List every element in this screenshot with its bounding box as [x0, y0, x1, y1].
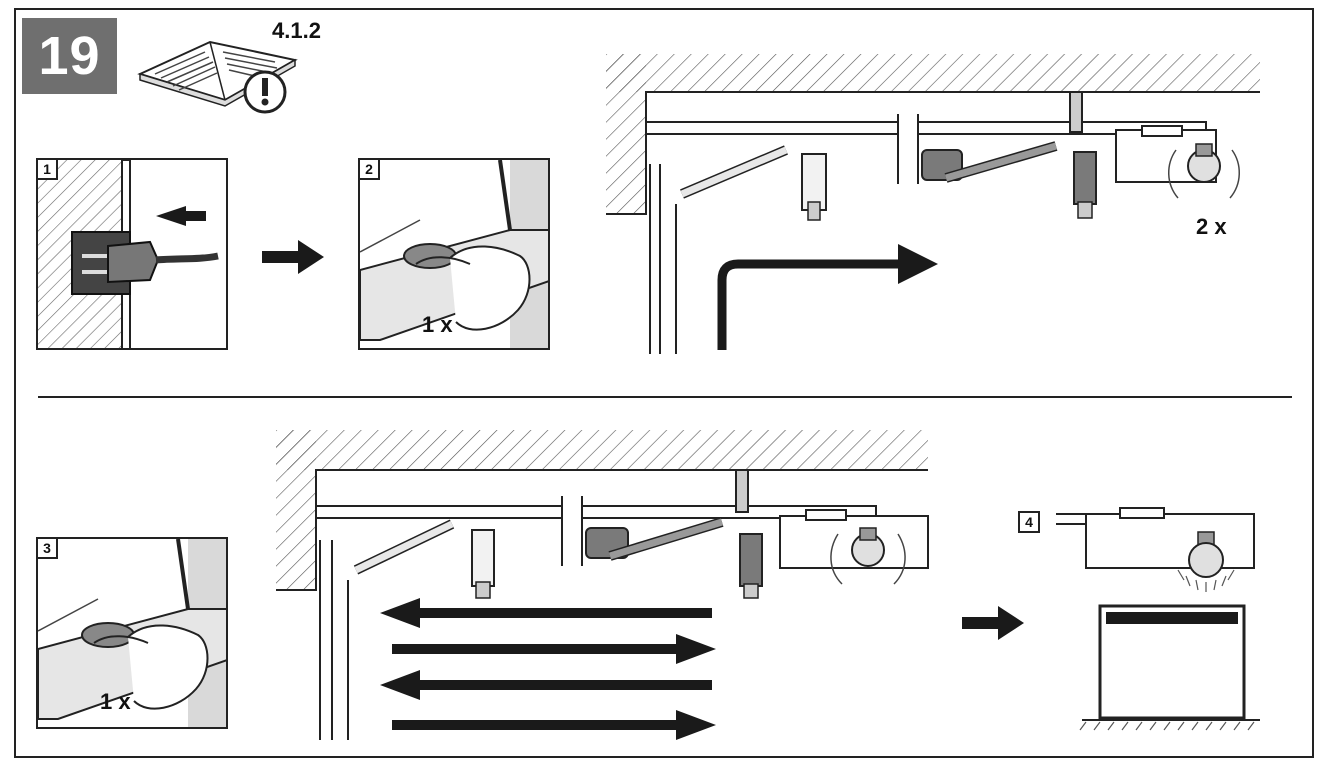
- flash-count: 2 x: [1196, 214, 1227, 239]
- manual-section-ref: 4.1.2: [272, 18, 321, 43]
- section-divider: [38, 396, 1292, 398]
- step-number-badge: 19: [22, 18, 117, 94]
- panel-1-number: 1: [38, 160, 58, 180]
- instruction-frame: [14, 8, 1314, 758]
- panel-2-press-button: 2 1 x: [358, 158, 550, 350]
- opener-learning-run-illustration: [276, 430, 929, 740]
- opener-run-open-illustration: [606, 54, 1260, 354]
- arrow-right-1: [262, 240, 324, 274]
- panel-3-press-button: 3 1 x: [36, 537, 228, 729]
- plug-illustration: [38, 160, 219, 348]
- manual-book-icon: [137, 40, 298, 114]
- panel-3-number: 3: [38, 539, 58, 559]
- panel-4-number: 4: [1020, 513, 1038, 531]
- arrow-right-2: [962, 606, 1024, 640]
- button-press-illustration: [360, 160, 548, 348]
- panel-1-plug-in: 1: [36, 158, 228, 350]
- opener-finished-illustration: [1056, 507, 1260, 731]
- panel-2-press-count: 1 x: [422, 312, 453, 337]
- panel-2-number: 2: [360, 160, 380, 180]
- panel-3-press-count: 1 x: [100, 689, 131, 714]
- panel-4-number-box: 4: [1018, 511, 1040, 533]
- button-press-illustration-2: [38, 539, 226, 727]
